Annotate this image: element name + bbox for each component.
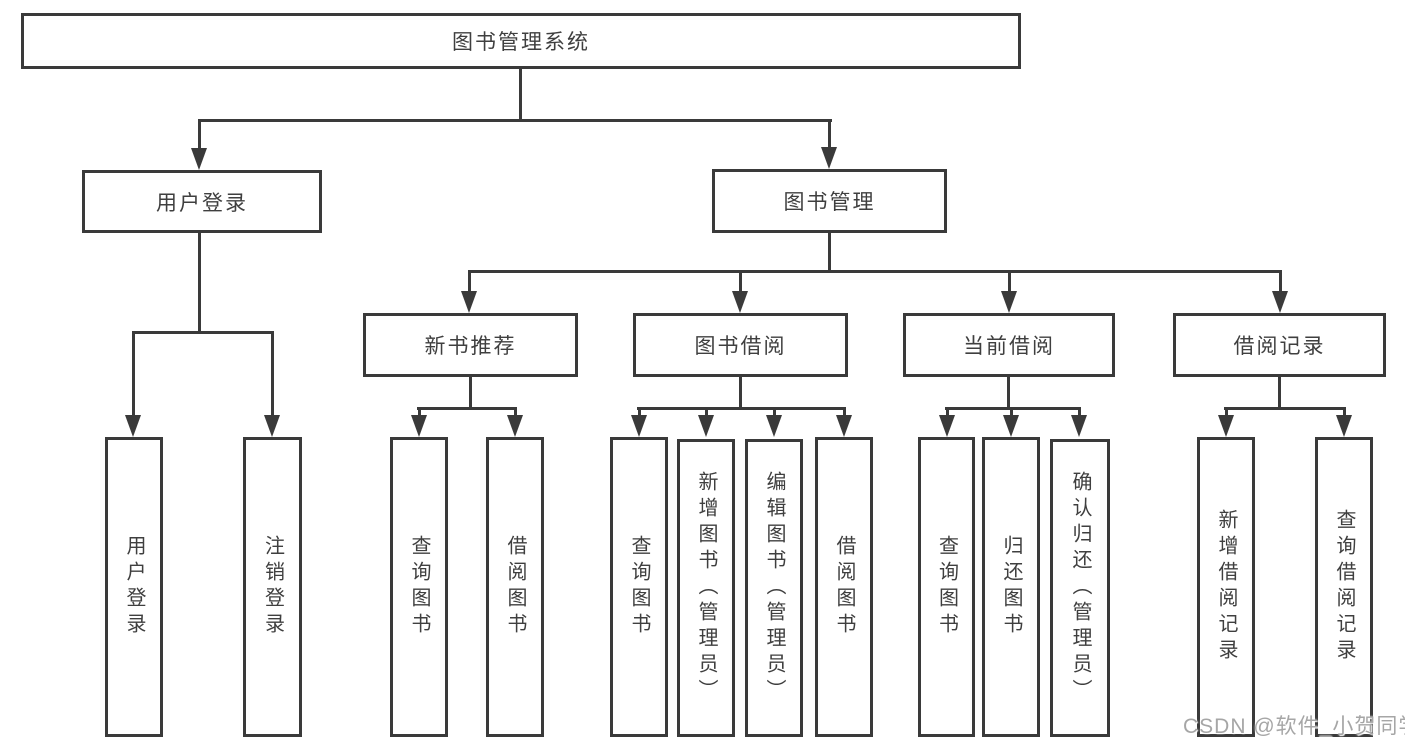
node-root-label: 图书管理系统 [452, 31, 590, 54]
arrow-to-new-book-rec [461, 270, 477, 313]
connector-new-book-rec-stem [469, 377, 472, 410]
connector-book-management-stem [828, 233, 831, 273]
arrow-to-cb-return-book [1003, 407, 1019, 437]
leaf-user-login: 用户登录 [105, 437, 163, 737]
node-user-login: 用户登录 [82, 170, 322, 233]
node-new-book-recommend: 新书推荐 [363, 313, 578, 377]
leaf-br-query-record: 查询借阅记录 [1315, 437, 1373, 737]
arrow-to-leaf-logout [264, 331, 280, 437]
arrow-to-current-borrow [1001, 270, 1017, 313]
node-book-management-label: 图书管理 [783, 191, 876, 214]
arrow-to-book-management [821, 119, 837, 169]
leaf-logout-login: 注销登录 [243, 437, 302, 737]
node-borrow-record-label: 借阅记录 [1233, 335, 1326, 358]
leaf-bb-borrow-book-label: 借阅图书 [833, 535, 855, 639]
leaf-bb-add-book-admin-label: 新增图书（管理员） [695, 471, 717, 705]
leaf-rec-query-book-label: 查询图书 [408, 535, 430, 639]
node-current-borrow-label: 当前借阅 [963, 335, 1055, 358]
connector-root-branch [198, 119, 832, 122]
leaf-bb-borrow-book: 借阅图书 [815, 437, 873, 737]
arrow-to-br-add-record [1218, 407, 1234, 437]
leaf-cb-confirm-return-admin-label: 确认归还（管理员） [1069, 471, 1091, 705]
leaf-cb-query-book: 查询图书 [918, 437, 975, 737]
node-current-borrow: 当前借阅 [903, 313, 1115, 377]
connector-user-login-branch [132, 331, 274, 334]
connector-book-borrow-stem [739, 377, 742, 410]
arrow-to-cb-query-book [939, 407, 955, 437]
leaf-rec-query-book: 查询图书 [390, 437, 448, 737]
arrow-to-bb-add-book [698, 407, 714, 437]
leaf-rec-borrow-book: 借阅图书 [486, 437, 544, 737]
leaf-bb-query-book: 查询图书 [610, 437, 668, 737]
leaf-bb-add-book-admin: 新增图书（管理员） [677, 439, 735, 737]
node-book-borrow-label: 图书借阅 [694, 335, 787, 358]
leaf-bb-edit-book-admin-label: 编辑图书（管理员） [763, 471, 785, 705]
connector-book-borrow-branch [637, 407, 845, 410]
arrow-to-leaf-user-login [125, 331, 141, 437]
leaf-cb-return-book: 归还图书 [982, 437, 1040, 737]
connector-user-login-stem [198, 233, 201, 334]
arrow-to-rec-borrow-book [507, 407, 523, 437]
leaf-br-query-record-label: 查询借阅记录 [1333, 509, 1355, 665]
arrow-to-bb-borrow-book [836, 407, 852, 437]
connector-current-borrow-stem [1007, 377, 1010, 410]
connector-root-stem [519, 69, 522, 122]
node-root-system: 图书管理系统 [21, 13, 1021, 69]
leaf-cb-query-book-label: 查询图书 [935, 535, 958, 639]
csdn-watermark: CSDN @软件_小贺同学 [1183, 715, 1405, 738]
node-new-book-recommend-label: 新书推荐 [424, 335, 517, 358]
arrow-to-bb-edit-book [766, 407, 782, 437]
node-book-borrow: 图书借阅 [633, 313, 848, 377]
node-user-login-label: 用户登录 [156, 191, 248, 215]
arrow-to-user-login [191, 119, 207, 170]
leaf-bb-query-book-label: 查询图书 [628, 535, 650, 639]
arrow-to-borrow-record [1272, 270, 1288, 313]
connector-book-management-branch [469, 270, 1282, 273]
leaf-rec-borrow-book-label: 借阅图书 [504, 535, 526, 639]
leaf-br-add-record-label: 新增借阅记录 [1215, 509, 1237, 665]
connector-borrow-record-stem [1278, 377, 1281, 410]
node-book-management: 图书管理 [712, 169, 947, 233]
leaf-bb-edit-book-admin: 编辑图书（管理员） [745, 439, 803, 737]
arrow-to-cb-confirm-return [1071, 407, 1087, 437]
connector-new-book-rec-branch [417, 407, 517, 410]
leaf-user-login-label: 用户登录 [123, 535, 145, 639]
leaf-cb-return-book-label: 归还图书 [1000, 535, 1022, 639]
connector-borrow-record-branch [1224, 407, 1346, 410]
arrow-to-br-query-record [1336, 407, 1352, 437]
node-borrow-record: 借阅记录 [1173, 313, 1386, 377]
leaf-logout-login-label: 注销登录 [261, 535, 284, 639]
arrow-to-rec-query-book [411, 407, 427, 437]
arrow-to-book-borrow [732, 270, 748, 313]
leaf-br-add-record: 新增借阅记录 [1197, 437, 1255, 737]
leaf-cb-confirm-return-admin: 确认归还（管理员） [1050, 439, 1110, 737]
arrow-to-bb-query-book [631, 407, 647, 437]
